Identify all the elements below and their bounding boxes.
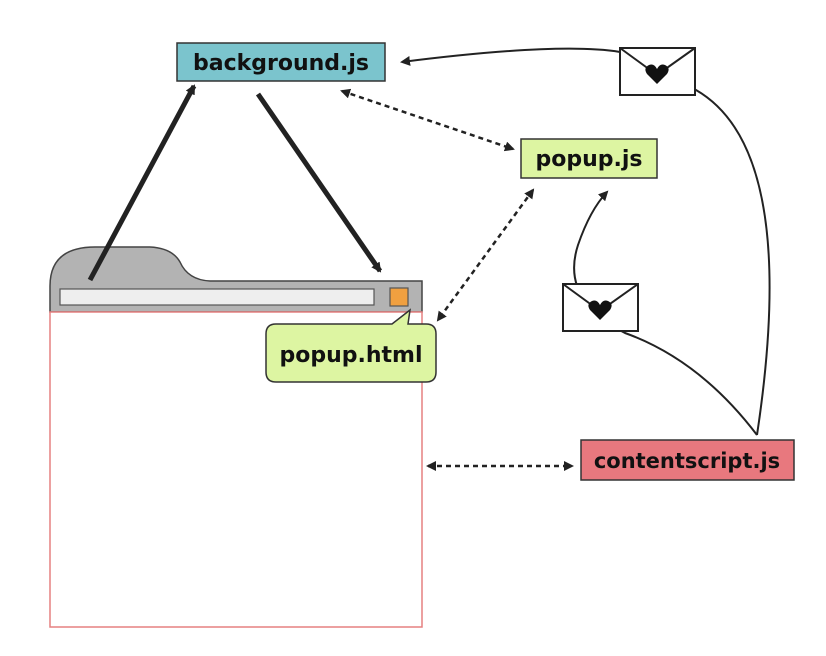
node-contentscript: contentscript.js (580, 439, 795, 481)
message-curve-contentscript-to-background (400, 47, 771, 436)
envelope-heart-icon (562, 283, 639, 332)
node-popup-html-label: popup.html (279, 343, 422, 368)
arrow-browser-to-background (87, 84, 197, 282)
browser-window (49, 246, 423, 628)
arrow-background-to-extension-button (255, 92, 383, 273)
node-popup-js: popup.js (520, 138, 658, 179)
dashed-arrow-popup-popuphtml (436, 188, 535, 322)
dashed-arrow-background-popup (340, 88, 515, 152)
extension-button[interactable] (389, 287, 409, 307)
node-popup-js-label: popup.js (535, 147, 642, 172)
node-contentscript-label: contentscript.js (594, 449, 780, 473)
envelope-heart-icon (619, 47, 696, 96)
node-background: background.js (176, 42, 386, 82)
node-background-label: background.js (193, 51, 369, 76)
node-popup-html: popup.html (265, 308, 437, 383)
address-bar[interactable] (59, 288, 375, 306)
